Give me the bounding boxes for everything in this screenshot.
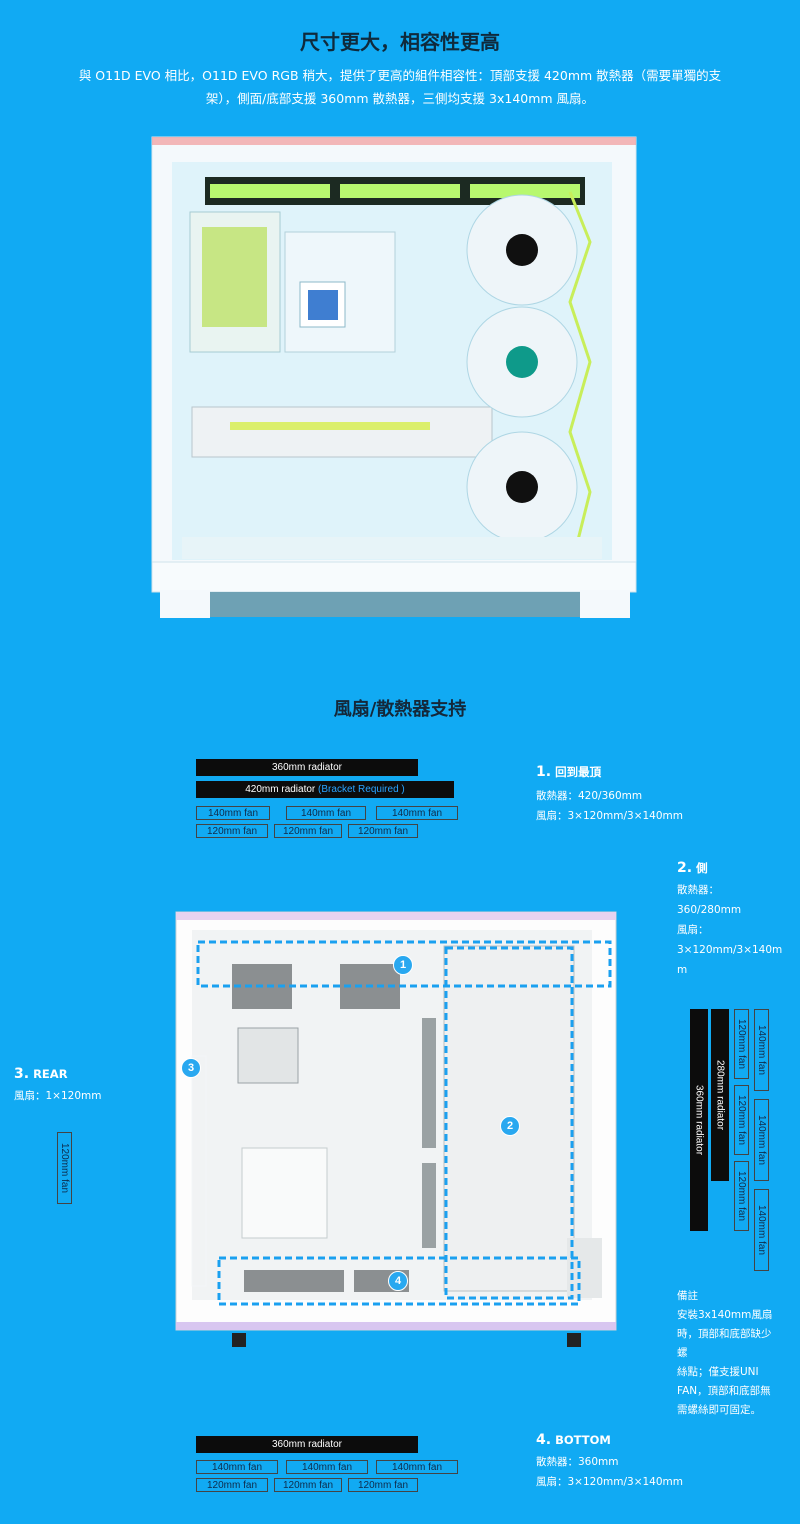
side-rad360-bar: 360mm radiator: [690, 1009, 708, 1231]
bottom-rad360-bar: 360mm radiator: [196, 1436, 418, 1453]
note-line-1: 安裝3x140mm風扇: [677, 1309, 773, 1321]
case-schematic: [175, 911, 617, 1347]
case-photo: [151, 136, 637, 618]
section-bottom-fans: 風扇：3×120mm/3×140mm: [536, 1476, 683, 1488]
side-fan140-3: 140mm fan: [754, 1189, 769, 1271]
side-fan140-2: 140mm fan: [754, 1099, 769, 1181]
intro-text: 與 O11D EVO 相比，O11D EVO RGB 稍大，提供了更高的組件相容…: [70, 64, 730, 110]
note-line-5: 需螺絲即可固定。: [677, 1404, 761, 1416]
note-title: 備註: [677, 1290, 698, 1302]
marker-4: 4: [388, 1271, 408, 1291]
side-fan120-1: 120mm fan: [734, 1009, 749, 1079]
intro-line-2: 架），側面/底部支援 360mm 散熱器，三側均支援 3x140mm 風扇。: [205, 91, 595, 106]
marker-2: 2: [500, 1116, 520, 1136]
side-line-3: 風扇：: [677, 924, 709, 936]
bottom-fan140-3: 140mm fan: [376, 1460, 458, 1474]
side-rad280-bar: 280mm radiator: [711, 1009, 729, 1181]
section-side-title: 2. 側: [677, 860, 708, 876]
page-title: 尺寸更大，相容性更高: [300, 30, 500, 54]
side-line-5: m: [677, 964, 688, 976]
top-fan120-3: 120mm fan: [348, 824, 418, 838]
side-fan120-2: 120mm fan: [734, 1085, 749, 1155]
bottom-fan140-1: 140mm fan: [196, 1460, 278, 1474]
intro-line-1: 與 O11D EVO 相比，O11D EVO RGB 稍大，提供了更高的組件相容…: [78, 68, 722, 83]
side-line-4: 3×120mm/3×140m: [677, 944, 783, 956]
side-fan120-3: 120mm fan: [734, 1161, 749, 1231]
bottom-fan120-3: 120mm fan: [348, 1478, 418, 1492]
rear-fan-120: 120mm fan: [57, 1132, 72, 1204]
section-rear-title: 3. REAR: [14, 1066, 68, 1082]
section-top-fans: 風扇：3×120mm/3×140mm: [536, 810, 683, 822]
section-bottom-title: 4. BOTTOM: [536, 1432, 611, 1448]
support-title: 風扇/散熱器支持: [333, 699, 467, 720]
note-block: 備註 安裝3x140mm風扇 時，頂部和底部缺少螺 絲點；僅支援UNI FAN，…: [677, 1287, 777, 1420]
bottom-fan120-2: 120mm fan: [274, 1478, 342, 1492]
top-fan140-3: 140mm fan: [376, 806, 458, 820]
top-fan140-1: 140mm fan: [196, 806, 270, 820]
section-rear-fans: 風扇：1×120mm: [14, 1090, 102, 1102]
top-fan140-2: 140mm fan: [286, 806, 366, 820]
side-fan140-1: 140mm fan: [754, 1009, 769, 1091]
bottom-fan120-1: 120mm fan: [196, 1478, 268, 1492]
section-side-details: 散熱器： 360/280mm 風扇： 3×120mm/3×140m m: [677, 880, 792, 980]
side-line-2: 360/280mm: [677, 904, 742, 916]
note-line-2: 時，頂部和底部缺少螺: [677, 1328, 772, 1359]
side-line-1: 散熱器：: [677, 884, 719, 896]
bottom-fan140-2: 140mm fan: [286, 1460, 368, 1474]
section-top-radiator: 散熱器：420/360mm: [536, 790, 643, 802]
bracket-required-label: (Bracket Required ): [318, 784, 405, 795]
marker-1: 1: [393, 955, 413, 975]
top-rad420-bar: 420mm radiator (Bracket Required ): [196, 781, 454, 798]
top-rad420-label: 420mm radiator: [245, 784, 316, 795]
note-line-3: 絲點；僅支援UNI: [677, 1366, 759, 1378]
top-fan120-2: 120mm fan: [274, 824, 342, 838]
note-line-4: FAN，頂部和底部無: [677, 1385, 771, 1397]
top-rad360-bar: 360mm radiator: [196, 759, 418, 776]
section-bottom-radiator: 散熱器：360mm: [536, 1456, 619, 1468]
marker-3: 3: [181, 1058, 201, 1078]
section-top-title: 1. 回到最頂: [536, 764, 602, 780]
top-fan120-1: 120mm fan: [196, 824, 268, 838]
